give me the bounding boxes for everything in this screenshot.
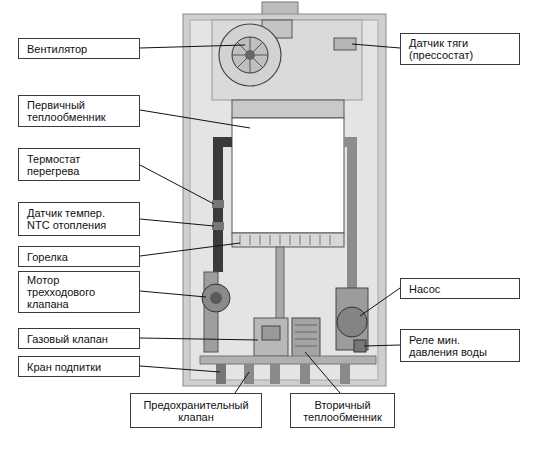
callout-label: Вторичный теплообменник [301,399,384,423]
callout-label: Кран подпитки [27,361,109,373]
callout-box: Датчик темпер. NTC отопления [18,202,140,236]
fan-housing [219,24,281,86]
leader-line [140,165,214,204]
callout-box: Реле мин. давления воды [400,329,520,362]
callout-box: Предохранительный клапан [130,393,262,428]
gas-valve-coil [262,326,280,340]
leader-line [140,338,258,340]
callout-box: Насос [400,278,520,299]
return-pipe [344,142,352,290]
return-connection [340,364,350,384]
callout-box: Вентилятор [18,38,140,59]
motor-cap [210,292,222,304]
fill-tap [216,364,226,384]
callout-label: Реле мин. давления воды [409,334,499,358]
callout-box: Горелка [18,246,140,267]
callout-label: Вентилятор [27,43,109,55]
leader-line [360,288,400,316]
callout-box: Датчик тяги (прессостат) [400,33,520,65]
back-panel [190,20,378,380]
leader-line [140,45,245,48]
secondary-heat-exchanger [292,318,320,358]
pump-motor [337,307,367,337]
callout-label: Датчик темпер. NTC отопления [27,207,109,231]
callout-box: Вторичный теплообменник [290,393,395,428]
gas-pipe [276,247,284,319]
primary-heat-exchanger [232,100,344,118]
bottom-rail [200,356,376,364]
callout-label: Предохранительный клапан [141,399,251,423]
plate-lines [295,325,317,346]
callout-label: Термостат перегрева [27,153,109,177]
leader-line [140,366,220,372]
leader-line [305,352,340,393]
callout-box: Кран подпитки [18,356,140,377]
fan-impeller [232,37,268,73]
leader-line [364,345,400,346]
callout-label: Насос [409,283,499,295]
fan-hub [245,50,255,60]
leader-line [352,44,400,48]
gas-valve [254,318,288,356]
leader-line [235,372,249,393]
callout-box: Термостат перегрева [18,148,140,181]
impeller-blades [232,37,268,73]
callout-label: Мотор трехходового клапана [27,274,109,310]
callout-label: Горелка [27,251,109,263]
callout-box: Первичный теплообменник [18,95,140,127]
leader-line [140,291,206,297]
burner [232,233,344,247]
leader-line [140,219,214,226]
burner-ramps [240,235,330,245]
leader-line [140,110,250,128]
boiler-casing [183,14,386,386]
safety-valve [244,364,254,384]
callout-box: Мотор трехходового клапана [18,271,140,313]
callout-label: Датчик тяги (прессостат) [409,37,499,61]
fan-hood [212,20,362,100]
combustion-chamber [232,118,344,233]
leader-lines [140,44,400,393]
callout-label: Первичный теплообменник [27,99,109,123]
gas-inlet [270,364,280,384]
three-way-valve-motor [202,284,230,312]
leader-line [140,243,240,256]
dhw-pipe [300,364,310,384]
callout-label: Газовый клапан [27,333,109,345]
callout-box: Газовый клапан [18,328,140,349]
